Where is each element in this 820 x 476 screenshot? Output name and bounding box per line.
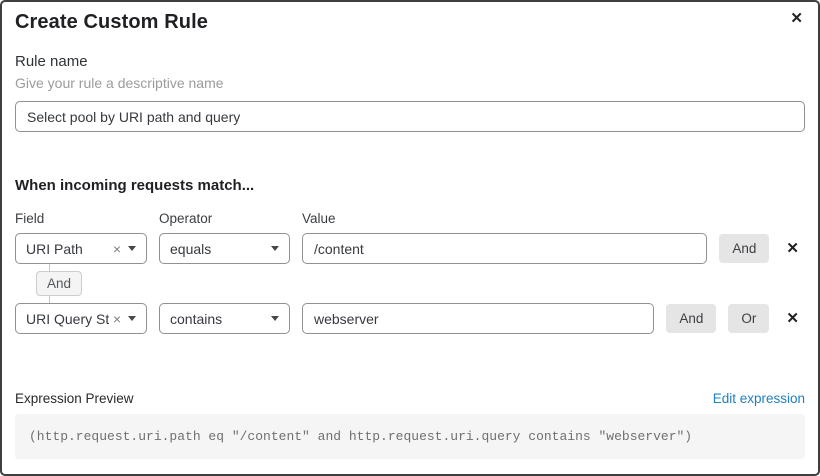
operator-select-2-value: contains [170,310,223,327]
rule-name-input[interactable] [15,101,805,132]
column-headers: Field Operator Value [15,211,805,226]
add-and-condition-button[interactable]: And [719,234,770,263]
condition-connector: And [36,264,96,303]
expression-preview-label: Expression Preview [15,391,134,406]
value-column-label: Value [302,211,336,226]
field-select-1-value: URI Path [26,240,83,257]
clear-field-icon[interactable]: × [112,240,121,257]
connector-and-badge: And [36,271,83,296]
operator-select-1-value: equals [170,240,212,257]
chevron-down-icon [271,246,279,251]
rule-name-helper: Give your rule a descriptive name [15,75,224,91]
clear-field-icon[interactable]: × [112,310,121,327]
operator-select-1[interactable]: equals [159,233,290,264]
connector-line-top [49,264,50,271]
page-title: Create Custom Rule [15,11,208,33]
edit-expression-link[interactable]: Edit expression [712,391,805,406]
rule-name-label: Rule name [15,53,88,70]
chevron-down-icon [128,246,136,251]
match-heading: When incoming requests match... [15,177,255,194]
condition-row-1: URI Path × equals And ✕ [15,233,805,264]
field-select-1[interactable]: URI Path × [15,233,147,264]
expression-code: (http.request.uri.path eq "/content" and… [15,414,805,459]
condition-row-2: URI Query St... × contains And Or ✕ [15,303,805,334]
add-and-condition-button[interactable]: And [666,304,717,333]
delete-row-icon[interactable]: ✕ [786,310,799,327]
close-icon[interactable]: ✕ [790,10,803,27]
value-input-1[interactable] [302,233,708,264]
field-column-label: Field [15,211,45,226]
chevron-down-icon [271,316,279,321]
delete-row-icon[interactable]: ✕ [786,240,799,257]
chevron-down-icon [128,316,136,321]
connector-line-bottom [49,296,50,303]
value-input-2[interactable] [302,303,655,334]
field-select-2-value: URI Query St... [26,310,109,327]
operator-select-2[interactable]: contains [159,303,290,334]
field-select-2[interactable]: URI Query St... × [15,303,147,334]
operator-column-label: Operator [159,211,213,226]
expression-preview-header: Expression Preview Edit expression [15,391,805,406]
add-or-condition-button[interactable]: Or [728,304,770,333]
